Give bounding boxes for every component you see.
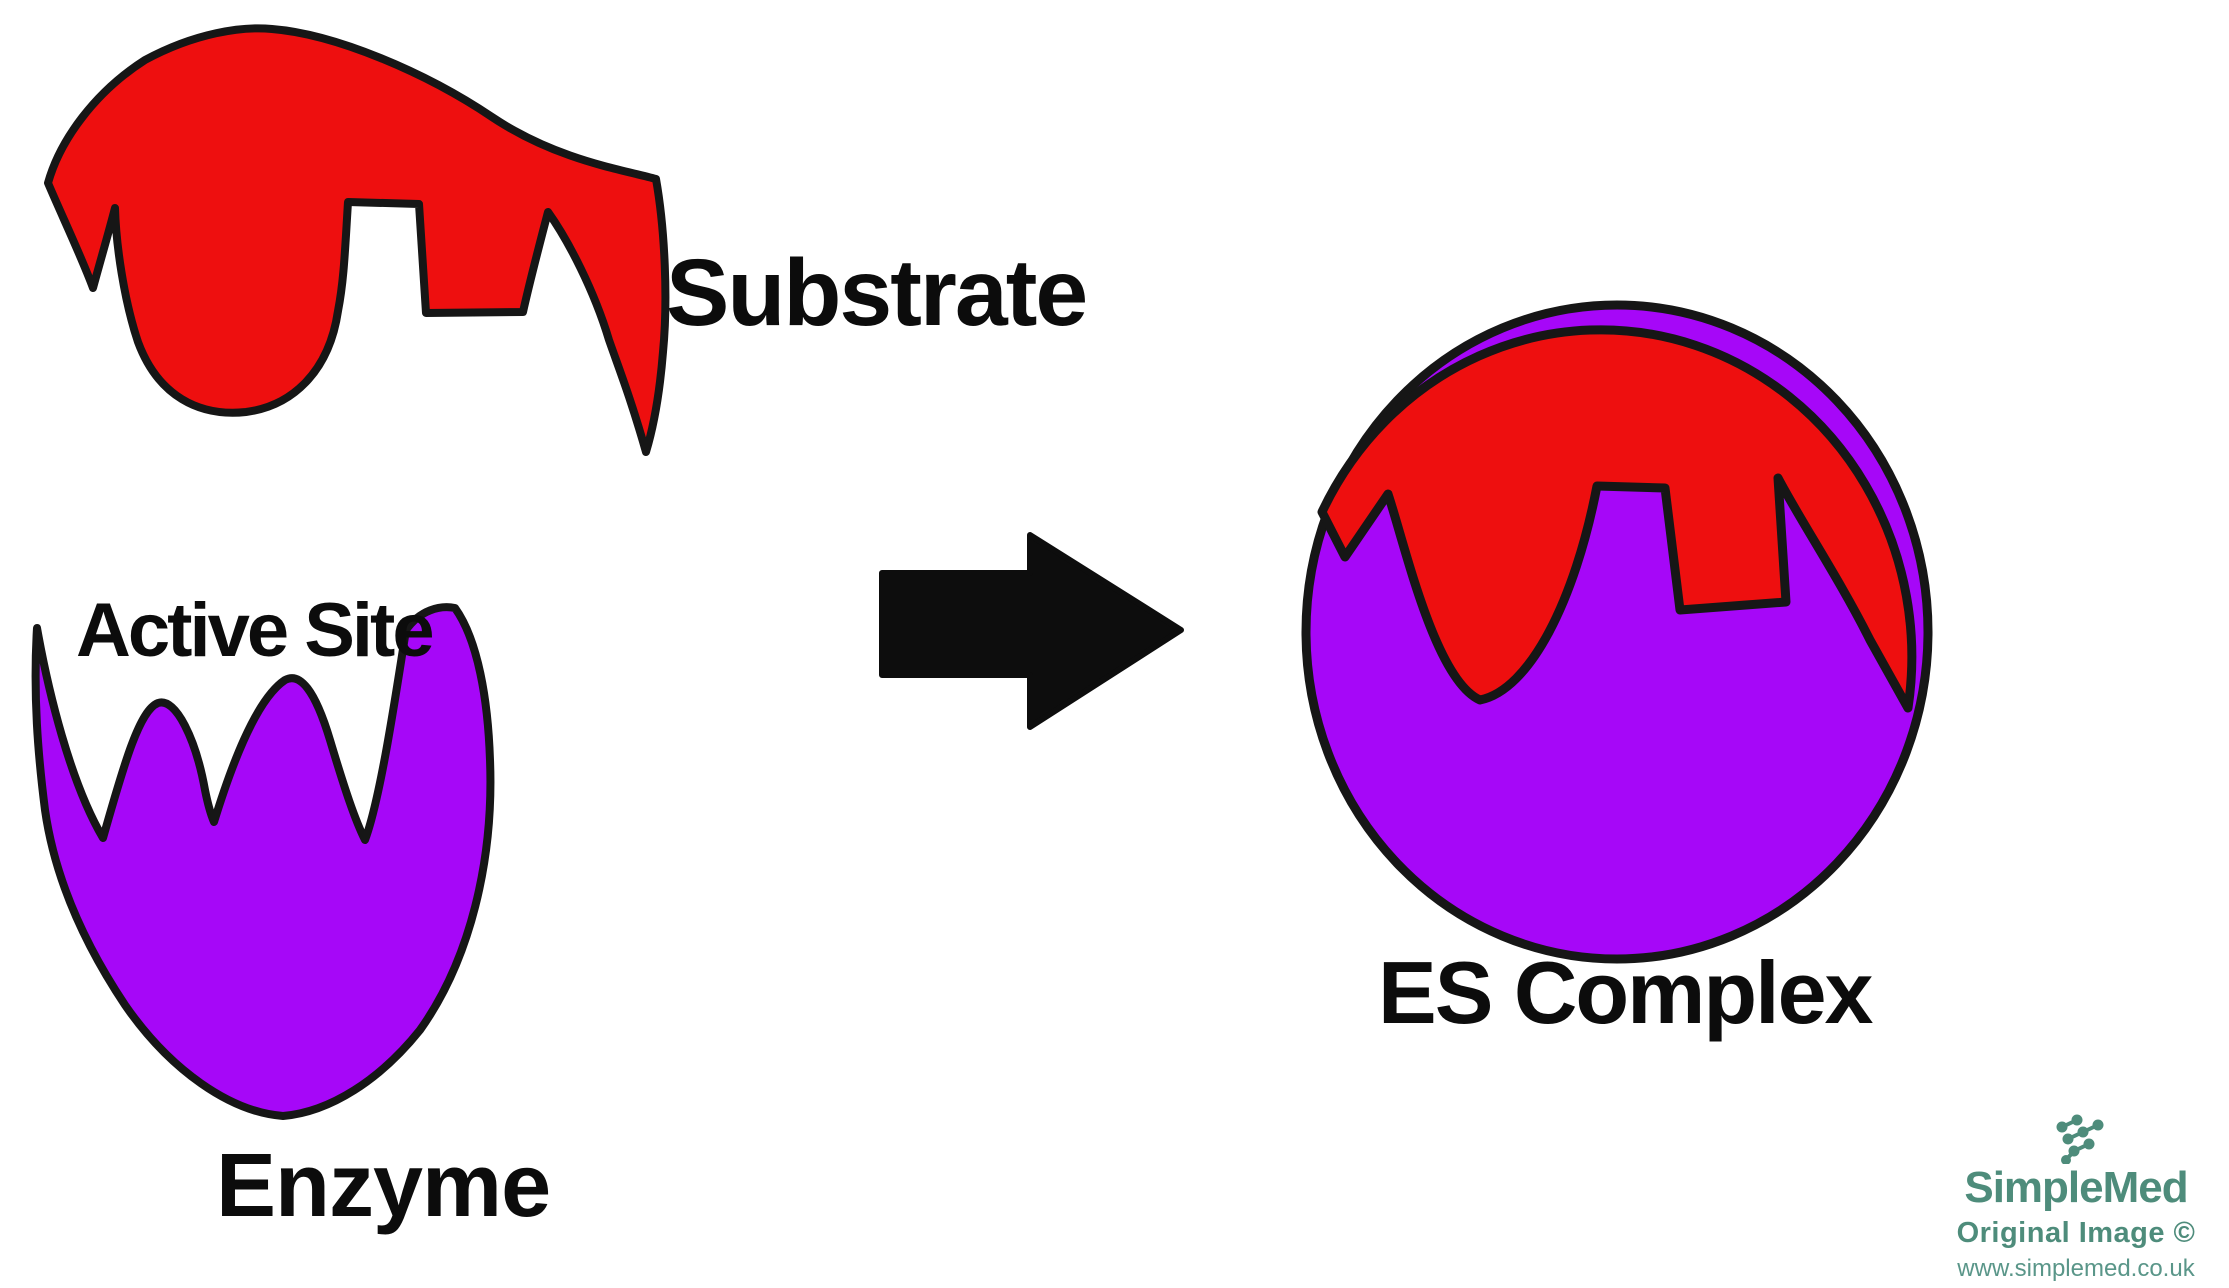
original-image-text: Original Image © xyxy=(1956,1217,2196,1249)
simplemed-url-text: www.simplemed.co.uk xyxy=(1957,1255,2195,1282)
enzyme-label: Enzyme xyxy=(216,1136,551,1236)
arrow-right-icon xyxy=(879,532,1184,730)
enzyme-shape xyxy=(31,603,495,1120)
active-site-label: Active Site xyxy=(76,588,435,673)
simplemed-watermark: SimpleMed Original Image © www.simplemed… xyxy=(1950,1112,2202,1281)
es-complex-substrate-shape xyxy=(1317,325,1917,713)
substrate-shape xyxy=(44,24,670,456)
substrate-label: Substrate xyxy=(666,240,1088,346)
es-complex-label: ES Complex xyxy=(1378,943,1873,1042)
molecule-icon xyxy=(2056,1114,2104,1164)
simplemed-brand-text: SimpleMed xyxy=(1964,1163,2188,1212)
